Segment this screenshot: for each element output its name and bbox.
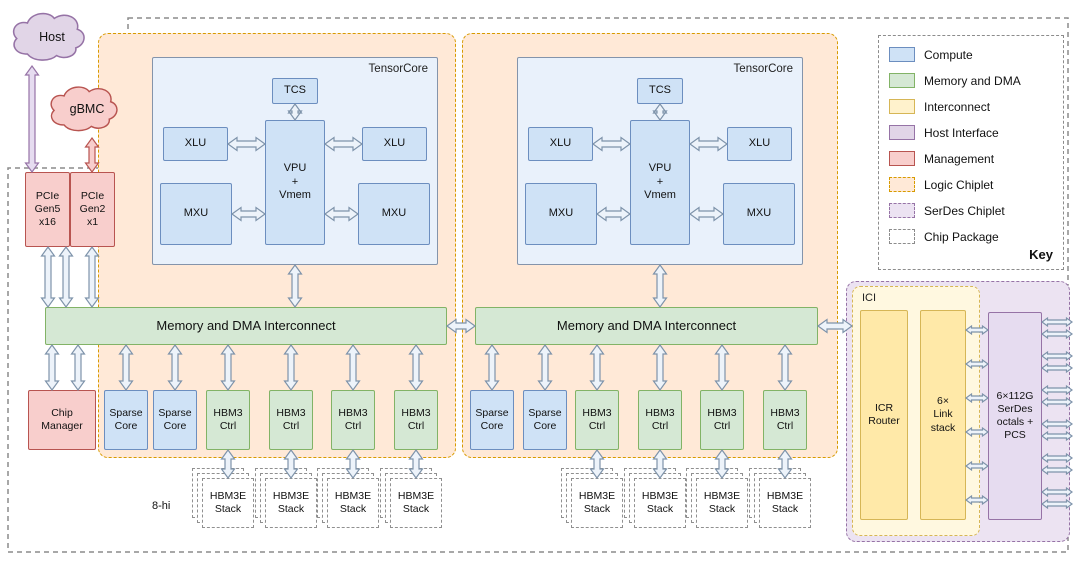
pcie-gen5-block: PCIe Gen5 x16 — [25, 172, 70, 247]
gbmc-cloud-label: gBMC — [69, 102, 105, 116]
flow-arrow-icon — [84, 136, 100, 174]
legend-item-interconnect: Interconnect — [889, 99, 1063, 114]
mxu-block: MXU — [160, 183, 232, 245]
hbm3-ctrl-block: HBM3 Ctrl — [575, 390, 619, 450]
sparse-core-block: Sparse Core — [470, 390, 514, 450]
link-stack-block: 6× Link stack — [920, 310, 966, 520]
legend-item-compute: Compute — [889, 47, 1063, 62]
flow-arrow-icon — [44, 343, 60, 392]
compute-swatch-icon — [889, 47, 915, 62]
hbm3e-stack: HBM3E Stack — [380, 468, 442, 528]
flow-arrow-icon — [58, 245, 74, 309]
mxu-block: MXU — [723, 183, 795, 245]
hbm3-ctrl-block: HBM3 Ctrl — [700, 390, 744, 450]
flow-arrow-icon — [24, 64, 40, 174]
chip-manager-block: Chip Manager — [28, 390, 96, 450]
hbm3-ctrl-block: HBM3 Ctrl — [331, 390, 375, 450]
host-cloud-label: Host — [39, 30, 65, 44]
hbm3-ctrl-block: HBM3 Ctrl — [394, 390, 438, 450]
flow-arrow-icon — [70, 343, 86, 392]
vpu-vmem-block: VPU + Vmem — [630, 120, 690, 245]
sparse-core-block: Sparse Core — [523, 390, 567, 450]
hbm3-ctrl-block: HBM3 Ctrl — [763, 390, 807, 450]
chip-package-swatch-icon — [889, 229, 915, 244]
flow-arrow-icon — [40, 245, 56, 309]
legend-item-memory-dma: Memory and DMA — [889, 73, 1063, 88]
xlu-block: XLU — [528, 127, 593, 161]
tcs-block: TCS — [272, 78, 318, 104]
tensorcore-title: TensorCore — [368, 63, 428, 75]
serdes-chiplet-swatch-icon — [889, 203, 915, 218]
legend-item-management: Management — [889, 151, 1063, 166]
hbm3-ctrl-block: HBM3 Ctrl — [206, 390, 250, 450]
mxu-block: MXU — [358, 183, 430, 245]
hbm3e-stack: HBM3E Stack — [749, 468, 811, 528]
xlu-block: XLU — [163, 127, 228, 161]
hbm3e-stack: HBM3E Stack — [255, 468, 317, 528]
host-cloud: Host — [6, 6, 98, 68]
xlu-block: XLU — [727, 127, 792, 161]
ici-label: ICI — [862, 292, 877, 304]
mxu-block: MXU — [525, 183, 597, 245]
hbm3e-stack: HBM3E Stack — [192, 468, 254, 528]
management-swatch-icon — [889, 151, 915, 166]
vpu-vmem-block: VPU + Vmem — [265, 120, 325, 245]
gbmc-cloud: gBMC — [44, 80, 130, 138]
legend-item-logic-chiplet: Logic Chiplet — [889, 177, 1063, 192]
hbm3-ctrl-block: HBM3 Ctrl — [269, 390, 313, 450]
hbm3e-stack: HBM3E Stack — [561, 468, 623, 528]
stack-height-label: 8-hi — [152, 500, 171, 512]
legend-item-chip-package: Chip Package — [889, 229, 1063, 244]
sparse-core-block: Sparse Core — [104, 390, 148, 450]
legend-title: Key — [1029, 247, 1053, 262]
serdes-octals-block: 6×112G SerDes octals + PCS — [988, 312, 1042, 520]
hbm3-ctrl-block: HBM3 Ctrl — [638, 390, 682, 450]
legend-item-serdes-chiplet: SerDes Chiplet — [889, 203, 1063, 218]
pcie-gen2-block: PCIe Gen2 x1 — [70, 172, 115, 247]
hbm3e-stack: HBM3E Stack — [624, 468, 686, 528]
host-interface-swatch-icon — [889, 125, 915, 140]
memory-dma-interconnect-left: Memory and DMA Interconnect — [45, 307, 447, 345]
logic-chiplet-swatch-icon — [889, 177, 915, 192]
hbm3e-stack: HBM3E Stack — [686, 468, 748, 528]
tcs-block: TCS — [637, 78, 683, 104]
legend-item-host-interface: Host Interface — [889, 125, 1063, 140]
memory-dma-interconnect-right: Memory and DMA Interconnect — [475, 307, 818, 345]
xlu-block: XLU — [362, 127, 427, 161]
sparse-core-block: Sparse Core — [153, 390, 197, 450]
memory-dma-swatch-icon — [889, 73, 915, 88]
interconnect-swatch-icon — [889, 99, 915, 114]
legend: Compute Memory and DMA Interconnect Host… — [878, 35, 1064, 270]
icr-router-block: ICR Router — [860, 310, 908, 520]
tensorcore-title: TensorCore — [733, 63, 793, 75]
hbm3e-stack: HBM3E Stack — [317, 468, 379, 528]
flow-arrow-icon — [84, 245, 100, 309]
